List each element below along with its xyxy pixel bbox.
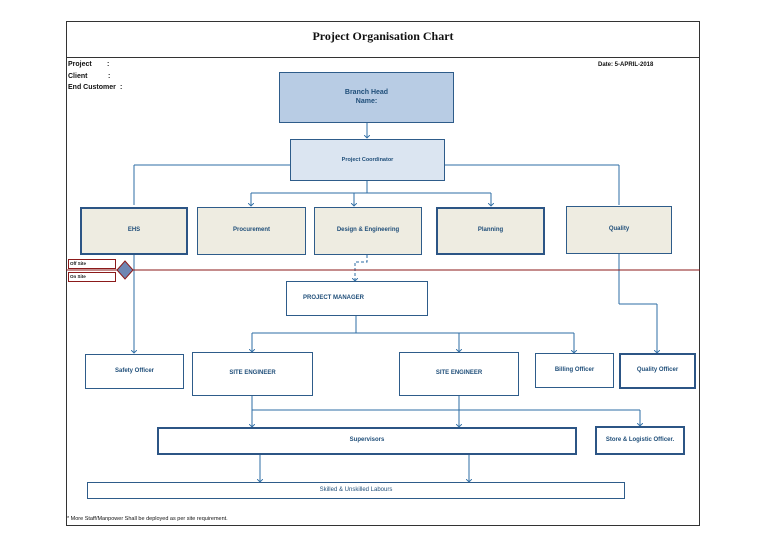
chart-title: Project Organisation Chart <box>312 29 454 43</box>
quality-officer-box: Quality Officer <box>619 353 696 389</box>
safety-officer-box: Safety Officer <box>85 354 184 389</box>
site-engineer-box-1: SITE ENGINEER <box>192 352 313 396</box>
project-colon: : <box>107 61 110 68</box>
project-manager-box: PROJECT MANAGER <box>286 281 428 316</box>
planning-box: Planning <box>436 207 545 255</box>
store-logistic-box: Store & Logistic Officer. <box>595 426 685 455</box>
supervisors-box: Supervisors <box>157 427 577 455</box>
title-divider <box>66 57 700 58</box>
project-label: Project <box>68 61 92 68</box>
on-site-tag: On Site <box>68 272 116 282</box>
labours-box: Skilled & Unskilled Labours <box>87 482 625 499</box>
end-customer-label: End Customer <box>68 84 116 91</box>
branch-head-name: Name: <box>355 97 378 105</box>
off-site-tag: Off Site <box>68 259 116 269</box>
page-frame <box>66 21 700 526</box>
branch-head-title: Branch Head <box>344 88 389 96</box>
site-engineer-box-2: SITE ENGINEER <box>399 352 519 396</box>
project-coordinator-box: Project Coordinator <box>290 139 445 181</box>
client-label: Client <box>68 73 88 80</box>
client-colon: : <box>108 73 111 80</box>
quality-box: Quality <box>566 206 672 254</box>
billing-officer-box: Billing Officer <box>535 353 614 388</box>
end-customer-colon: : <box>120 84 123 91</box>
date-label: Date: 5-APRIL-2018 <box>598 62 654 68</box>
footnote: * More Staff/Manpower Shall be deployed … <box>67 516 228 522</box>
design-engineering-box: Design & Engineering <box>314 207 422 255</box>
procurement-box: Procurement <box>197 207 306 255</box>
branch-head-box: Branch Head Name: <box>279 72 454 123</box>
ehs-box: EHS <box>80 207 188 255</box>
